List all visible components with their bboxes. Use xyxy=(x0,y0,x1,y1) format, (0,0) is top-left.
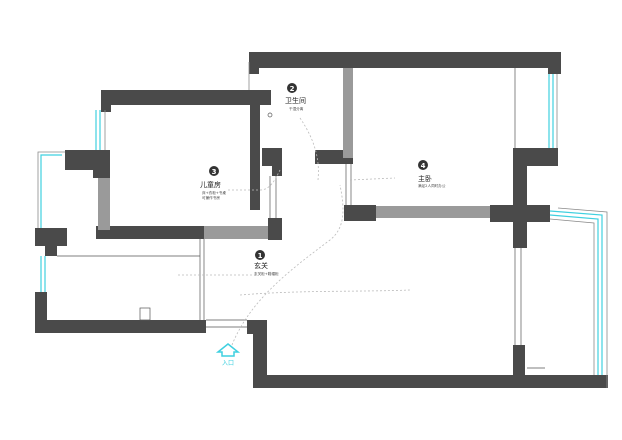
drain-icon xyxy=(267,112,273,118)
entrance-marker: 入口 xyxy=(215,343,241,367)
flow-lines xyxy=(178,117,411,346)
room-3-description-2: 可兼作书房 xyxy=(202,195,220,200)
room-4-label: 4 主卧 满足2人同时办公 xyxy=(418,160,446,188)
room-1-number: 1 xyxy=(258,252,263,260)
room-3-label: 3 儿童房 床+衣柜+书桌 可兼作书房 xyxy=(200,166,226,200)
room-4-name: 主卧 xyxy=(418,174,432,183)
house-icon xyxy=(215,343,241,357)
room-1-badge xyxy=(255,250,265,260)
room-4-description: 满足2人同时办公 xyxy=(418,183,446,188)
room-2-badge xyxy=(287,83,297,93)
room-2-name: 卫生间 xyxy=(285,96,306,105)
room-2-number: 2 xyxy=(290,85,295,93)
room-3-badge xyxy=(209,166,219,176)
room-1-description: 玄关柜+鞋帽柜 xyxy=(254,271,279,276)
room-3-number: 3 xyxy=(212,168,217,176)
room-1-name: 玄关 xyxy=(254,261,268,270)
entrance-label: 入口 xyxy=(222,360,234,367)
room-3-description: 床+衣柜+书桌 xyxy=(202,190,226,195)
room-4-badge xyxy=(418,160,428,170)
windows xyxy=(37,62,608,388)
room-1-label: 1 玄关 玄关柜+鞋帽柜 xyxy=(254,250,279,276)
room-4-number: 4 xyxy=(421,162,426,170)
partitions xyxy=(98,68,490,239)
room-2-description: 干湿分离 xyxy=(289,106,304,111)
room-3-name: 儿童房 xyxy=(200,180,221,189)
thin-lines xyxy=(57,68,545,369)
walls xyxy=(35,52,608,388)
room-2-label: 2 卫生间 干湿分离 xyxy=(285,83,306,111)
